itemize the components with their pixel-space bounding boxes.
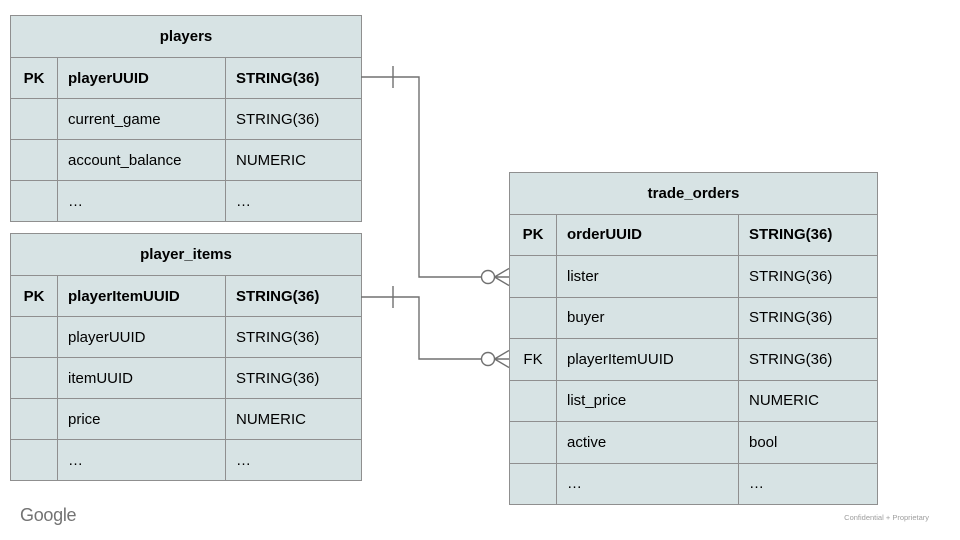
table-row: PK orderUUID STRING(36) [509,213,878,256]
key-cell [10,98,58,140]
field-name-cell: price [57,398,226,440]
field-type-cell: STRING(36) [224,275,363,317]
table-row: playerUUID STRING(36) [10,316,363,358]
table-row: PK playerUUID STRING(36) [10,57,363,99]
table-title: players [9,15,363,58]
relationship-player-items-trade-orders [361,286,510,369]
table-row: … … [10,439,363,481]
field-type-cell: STRING(36) [738,213,878,256]
key-cell [10,180,58,222]
table-header-row: player_items [9,233,363,276]
field-type-cell: … [224,439,363,481]
field-name-cell: playerItemUUID [556,338,739,381]
key-cell [509,421,557,464]
relationship-players-trade-orders [361,66,510,287]
field-name-cell: lister [556,255,739,298]
table-row: buyer STRING(36) [509,296,878,339]
table-row: … … [509,462,878,505]
field-type-cell: NUMERIC [224,139,363,181]
key-cell [10,139,58,181]
table-row: PK playerItemUUID STRING(36) [10,275,363,317]
key-cell [10,439,58,481]
field-name-cell: account_balance [57,139,226,181]
field-type-cell: bool [738,421,878,464]
table-row: lister STRING(36) [509,255,878,298]
table-row: FK playerItemUUID STRING(36) [509,338,878,381]
key-cell [509,255,557,298]
key-cell [10,316,58,358]
field-type-cell: STRING(36) [224,316,363,358]
crow-foot-icon [494,267,510,287]
table-row: list_price NUMERIC [509,379,878,422]
key-cell [10,357,58,399]
crow-foot-icon [494,349,510,369]
field-type-cell: … [224,180,363,222]
field-name-cell: active [556,421,739,464]
field-name-cell: list_price [556,379,739,422]
field-type-cell: … [738,462,878,505]
table-players: players PK playerUUID STRING(36) current… [9,15,363,222]
field-type-cell: NUMERIC [738,379,878,422]
table-row: itemUUID STRING(36) [10,357,363,399]
field-name-cell: playerUUID [57,316,226,358]
table-title: trade_orders [509,172,878,215]
table-trade-orders: trade_orders PK orderUUID STRING(36) lis… [509,172,878,505]
key-cell: PK [10,275,58,317]
relationship-line [361,296,482,360]
field-name-cell: itemUUID [57,357,226,399]
field-type-cell: STRING(36) [738,255,878,298]
field-type-cell: STRING(36) [738,296,878,339]
field-name-cell: playerItemUUID [57,275,226,317]
table-row: … … [10,180,363,222]
table-row: account_balance NUMERIC [10,139,363,181]
google-logo: Google [20,505,77,525]
field-type-cell: STRING(36) [224,98,363,140]
table-player-items: player_items PK playerItemUUID STRING(36… [9,233,363,481]
field-name-cell: playerUUID [57,57,226,99]
field-name-cell: … [57,439,226,481]
table-header-row: players [9,15,363,58]
field-type-cell: STRING(36) [224,357,363,399]
table-header-row: trade_orders [509,172,878,215]
cardinality-zero-icon [480,351,496,367]
key-cell: PK [10,57,58,99]
field-name-cell: current_game [57,98,226,140]
key-cell [509,379,557,422]
key-cell [10,398,58,440]
table-title: player_items [9,233,363,276]
relationship-line [361,76,482,278]
confidential-footer-note: Confidential + Proprietary [844,513,929,522]
field-type-cell: NUMERIC [224,398,363,440]
table-row: price NUMERIC [10,398,363,440]
key-cell: PK [509,213,557,256]
key-cell [509,296,557,339]
table-row: current_game STRING(36) [10,98,363,140]
field-name-cell: buyer [556,296,739,339]
field-type-cell: STRING(36) [224,57,363,99]
key-cell: FK [509,338,557,381]
field-name-cell: orderUUID [556,213,739,256]
field-name-cell: … [57,180,226,222]
field-type-cell: STRING(36) [738,338,878,381]
table-row: active bool [509,421,878,464]
cardinality-zero-icon [480,269,496,285]
field-name-cell: … [556,462,739,505]
key-cell [509,462,557,505]
